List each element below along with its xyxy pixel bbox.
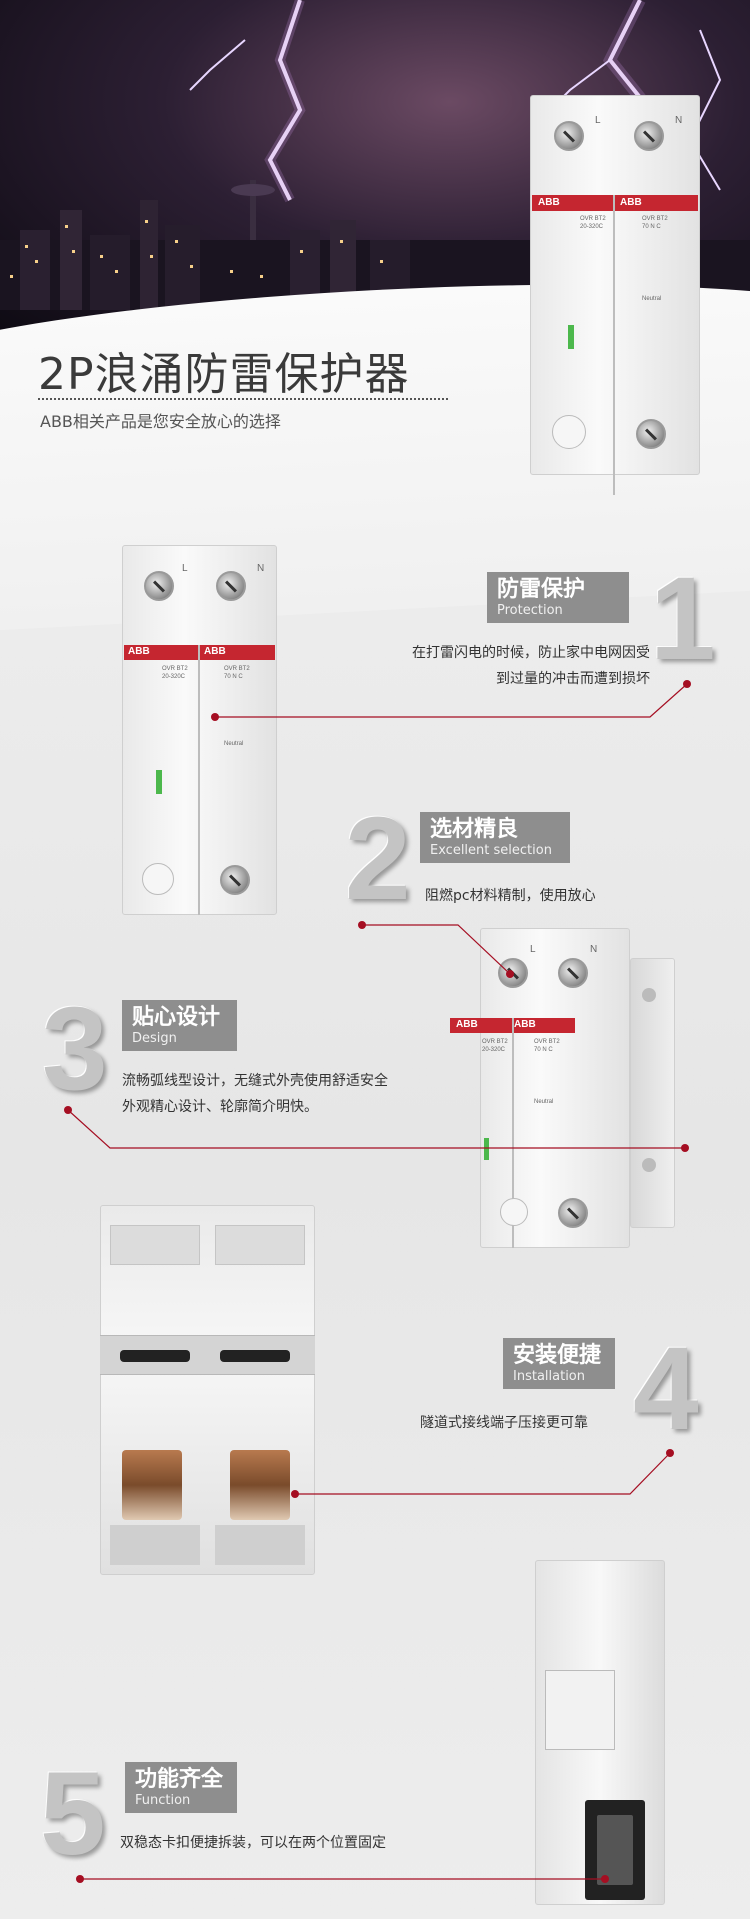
hero-product-image: L N ABB ABB OVR BT2 20-320C OVR BT2 70 N… — [530, 95, 700, 495]
feature-5-description: 双稳态卡扣便捷拆装，可以在两个位置固定 — [120, 1830, 480, 1856]
feature-4-product-image — [100, 1205, 315, 1575]
feature-1-description: 在打雷闪电的时候，防止家中电网因受 到过量的冲击而遭到损坏 — [350, 640, 650, 692]
feature-5-desc-line-1: 双稳态卡扣便捷拆装，可以在两个位置固定 — [120, 1835, 386, 1851]
feature-5-title-en: Function — [135, 1793, 191, 1808]
title-divider — [38, 398, 448, 400]
right-module-model: OVR BT2 — [224, 666, 250, 672]
feature-4-title-cn: 安装便捷 — [513, 1343, 602, 1368]
feature-3-number: 3 — [42, 983, 108, 1115]
feature-1-title: 防雷保护 Protection — [487, 572, 629, 623]
feature-2-title-cn: 选材精良 — [430, 817, 519, 842]
feature-1-desc-line-1: 在打雷闪电的时候，防止家中电网因受 — [412, 645, 650, 661]
terminal-label-n: N — [675, 115, 683, 126]
feature-1-product-image: L N ABB ABB OVR BT2 20-320C OVR BT2 70 N… — [122, 545, 277, 915]
left-module-rating: 20-320C — [482, 1047, 506, 1053]
terminal-label-n: N — [590, 944, 598, 955]
left-module-model: OVR BT2 — [482, 1039, 508, 1045]
feature-4-description: 隧道式接线端子压接更可靠 — [420, 1410, 660, 1436]
brand-logo-right: ABB — [620, 197, 642, 208]
left-module-model: OVR BT2 — [162, 666, 188, 672]
left-module-rating: 20-320C — [580, 224, 604, 230]
terminal-label-l: L — [530, 944, 536, 955]
feature-4-desc-line-1: 隧道式接线端子压接更可靠 — [420, 1415, 588, 1431]
right-module-note: Neutral — [642, 296, 662, 302]
feature-2-number: 2 — [345, 793, 411, 925]
right-module-model: OVR BT2 — [642, 216, 668, 222]
feature-4-title-en: Installation — [513, 1369, 586, 1384]
page-title: 2P浪涌防雷保护器 — [38, 349, 410, 400]
right-module-rating: 70 N C — [642, 224, 661, 230]
feature-4-title: 安装便捷 Installation — [503, 1338, 615, 1389]
terminal-label-l: L — [595, 115, 601, 126]
brand-logo-right: ABB — [514, 1019, 536, 1030]
feature-3-title: 贴心设计 Design — [122, 1000, 237, 1051]
terminal-label-n: N — [257, 563, 265, 574]
feature-1-title-cn: 防雷保护 — [497, 577, 586, 602]
feature-1-desc-line-2: 到过量的冲击而遭到损坏 — [496, 671, 650, 687]
feature-2-description: 阻燃pc材料精制，使用放心 — [425, 883, 675, 909]
feature-1-title-en: Protection — [497, 603, 563, 618]
left-module-model: OVR BT2 — [580, 216, 606, 222]
feature-2-product-image: L N ABB ABB OVR BT2 20-320C OVR BT2 70 N… — [450, 928, 675, 1248]
right-module-rating: 70 N C — [224, 674, 243, 680]
feature-2-desc-line-1: 阻燃pc材料精制，使用放心 — [425, 888, 596, 904]
terminal-label-l: L — [182, 563, 188, 574]
brand-logo-left: ABB — [538, 197, 560, 208]
feature-5-number: 5 — [40, 1748, 106, 1880]
right-module-note: Neutral — [534, 1099, 554, 1105]
feature-3-desc-line-2: 外观精心设计、轮廓简介明快。 — [122, 1099, 318, 1115]
right-module-model: OVR BT2 — [534, 1039, 560, 1045]
brand-logo-left: ABB — [456, 1019, 478, 1030]
right-module-note: Neutral — [224, 741, 244, 747]
feature-1-number: 1 — [650, 553, 716, 685]
brand-logo-left: ABB — [128, 646, 150, 657]
feature-2-title-en: Excellent selection — [430, 843, 552, 858]
feature-2-title: 选材精良 Excellent selection — [420, 812, 570, 863]
feature-3-title-cn: 贴心设计 — [132, 1005, 221, 1030]
feature-5-title-cn: 功能齐全 — [135, 1767, 224, 1792]
left-module-rating: 20-320C — [162, 674, 186, 680]
feature-3-description: 流畅弧线型设计，无缝式外壳使用舒适安全 外观精心设计、轮廓简介明快。 — [122, 1068, 442, 1120]
feature-3-desc-line-1: 流畅弧线型设计，无缝式外壳使用舒适安全 — [122, 1073, 388, 1089]
page-subtitle: ABB相关产品是您安全放心的选择 — [40, 412, 281, 431]
brand-logo-right: ABB — [204, 646, 226, 657]
feature-4-number: 4 — [633, 1323, 699, 1455]
feature-5-title: 功能齐全 Function — [125, 1762, 237, 1813]
feature-3-title-en: Design — [132, 1031, 177, 1046]
right-module-rating: 70 N C — [534, 1047, 553, 1053]
feature-5-product-image — [535, 1560, 665, 1905]
